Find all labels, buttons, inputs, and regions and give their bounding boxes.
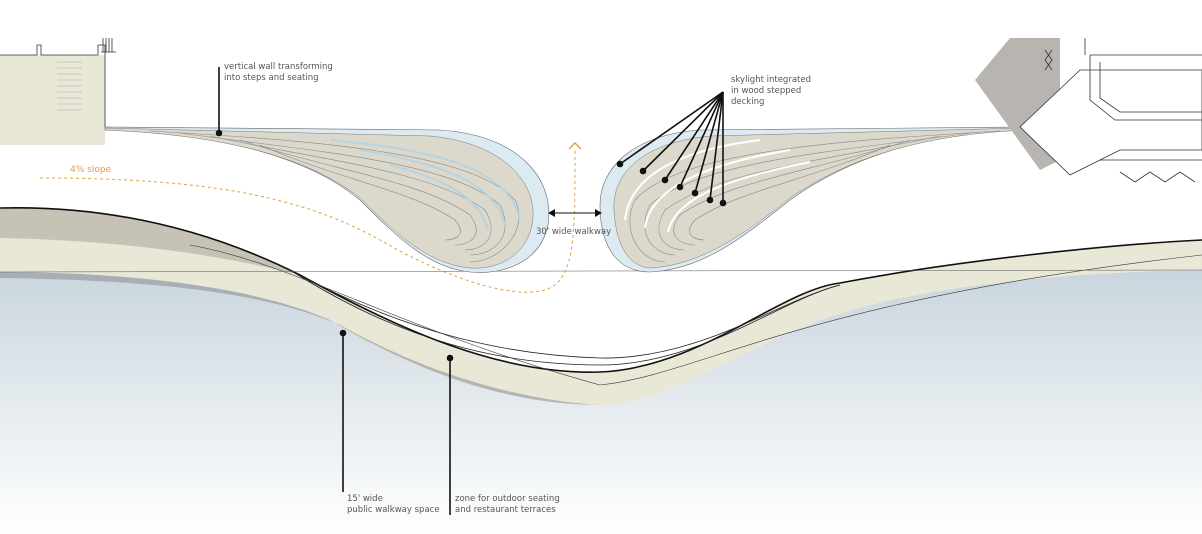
skylight-annotation-line3: decking [731, 97, 765, 107]
slope-label: 4% slope [70, 165, 112, 175]
skylight-annotation-line1: skylight integrated [731, 75, 811, 85]
skylight-annotation: skylight integrated in wood stepped deck… [731, 75, 811, 108]
wall-annotation-line2: into steps and seating [224, 73, 319, 83]
slope-arrow-icon [568, 142, 582, 150]
right-stepped-decking [599, 126, 1026, 273]
zone-line2: and restaurant terraces [455, 505, 556, 515]
grey-edge [0, 207, 300, 275]
zone-annotation: zone for outdoor seating and restaurant … [455, 494, 560, 516]
leader-lines [215, 67, 727, 515]
wall-annotation: vertical wall transforming into steps an… [224, 62, 333, 84]
walkway-15-annotation: 15' wide public walkway space [347, 494, 440, 516]
skylight-annotation-line2: in wood stepped [731, 86, 802, 96]
wall-annotation-line1: vertical wall transforming [224, 62, 333, 72]
water [0, 270, 1202, 534]
walkway-15-line1: 15' wide [347, 494, 383, 504]
right-building [975, 38, 1202, 183]
left-building [0, 38, 116, 145]
left-stepped-decking [104, 126, 550, 273]
zone-line1: zone for outdoor seating [455, 494, 560, 504]
walkway-15-line2: public walkway space [347, 505, 440, 515]
walkway-dimension-arrow [548, 209, 602, 217]
slope-path [39, 149, 576, 293]
walkway-30-label: 30' wide walkway [536, 227, 612, 237]
